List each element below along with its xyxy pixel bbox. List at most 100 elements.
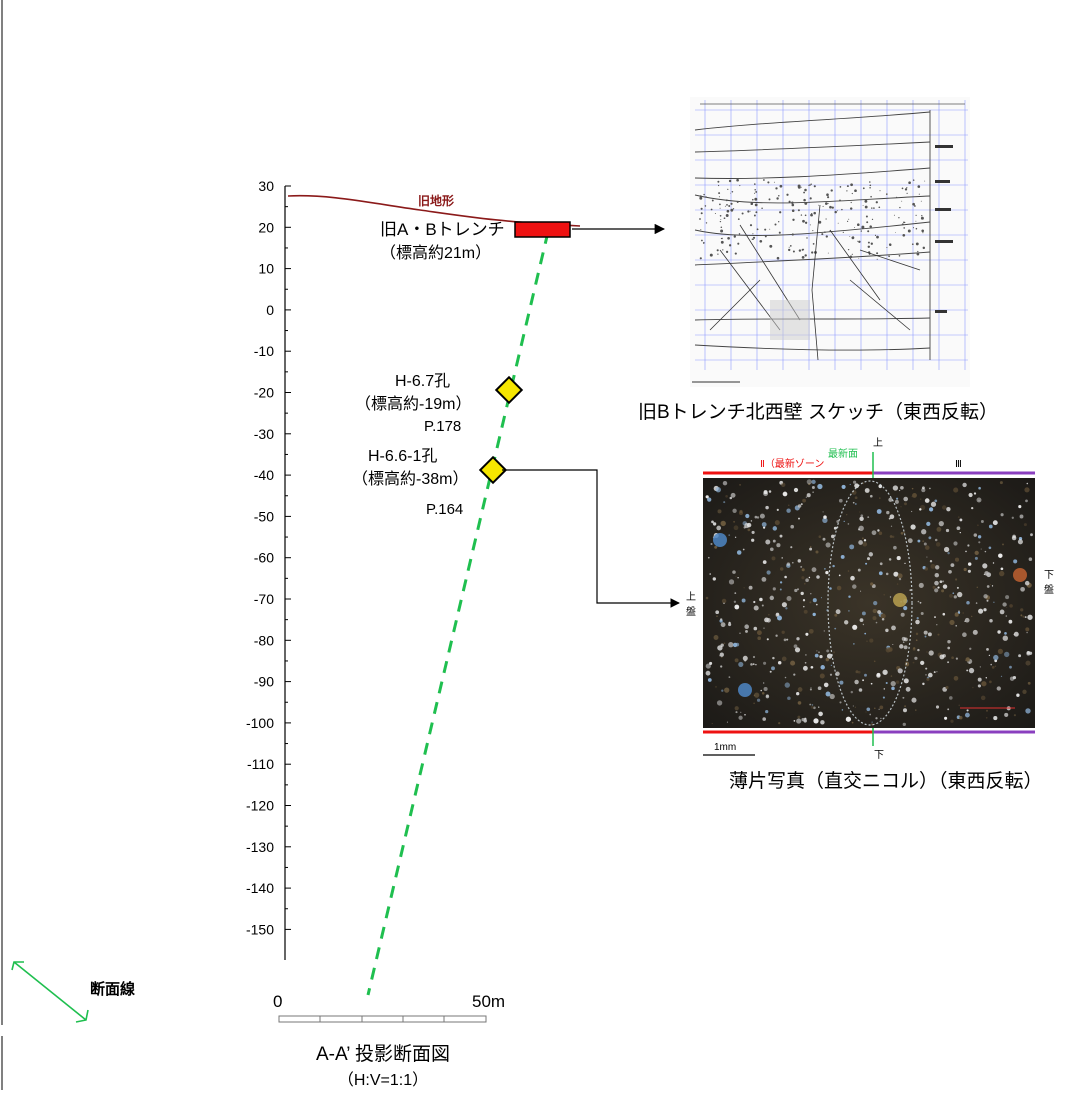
thin-section-grain xyxy=(1000,675,1003,678)
thin-section-grain xyxy=(707,497,712,502)
sketch-gravel-dot xyxy=(779,211,782,214)
thin-section-grain xyxy=(1013,559,1018,564)
thin-section-grain xyxy=(794,647,801,653)
thin-section-grain xyxy=(878,531,883,536)
thin-section-mineral xyxy=(713,533,727,547)
sketch-background xyxy=(690,97,970,387)
thin-section-grain xyxy=(744,522,750,529)
elevation-tick-label: -80 xyxy=(254,632,274,648)
zone-iii-label: Ⅲ xyxy=(955,459,962,470)
thin-section-grain xyxy=(885,572,889,576)
sketch-gravel-dot xyxy=(717,253,719,255)
sketch-gravel-dot xyxy=(716,249,719,252)
thin-section-grain xyxy=(892,643,894,646)
thin-section-grain xyxy=(777,615,782,621)
thin-section-grain xyxy=(824,568,826,570)
thin-section-grain xyxy=(818,651,820,653)
thin-section-grain xyxy=(937,633,940,636)
thin-section-grain xyxy=(900,531,904,535)
sketch-gravel-dot xyxy=(719,214,722,217)
thin-section-grain xyxy=(733,600,737,603)
thin-section-grain xyxy=(890,525,893,527)
thin-section-grain xyxy=(852,501,855,504)
sketch-gravel-dot xyxy=(918,193,920,195)
sketch-gravel-dot xyxy=(767,181,770,184)
sketch-gravel-dot xyxy=(800,214,803,216)
thin-section-grain xyxy=(871,721,873,723)
thin-section-grain xyxy=(793,673,796,676)
thin-section-grain xyxy=(942,505,947,510)
thin-section-grain xyxy=(768,490,772,493)
thin-section-grain xyxy=(725,495,728,498)
thin-section-grain xyxy=(959,531,961,534)
sketch-gravel-dot xyxy=(888,255,890,258)
sketch-gravel-dot xyxy=(867,241,870,244)
sketch-gravel-dot xyxy=(730,208,734,212)
sketch-gravel-dot xyxy=(901,200,903,202)
sketch-gravel-dot xyxy=(768,198,771,201)
thin-section-grain xyxy=(972,629,978,635)
sketch-gravel-dot xyxy=(858,240,861,244)
thin-section-grain xyxy=(941,589,945,593)
thin-section-grain xyxy=(712,577,716,581)
sketch-gravel-dot xyxy=(849,255,853,259)
sketch-gravel-dot xyxy=(774,223,777,226)
thin-section-grain xyxy=(885,628,889,633)
thin-section-grain xyxy=(780,482,786,488)
thin-section-grain xyxy=(793,644,798,649)
thin-section-grain xyxy=(957,516,960,518)
sketch-gravel-dot xyxy=(915,220,917,222)
thin-section-grain xyxy=(1002,602,1007,607)
sketch-gravel-dot xyxy=(867,245,871,249)
thin-section-grain xyxy=(876,673,881,678)
thin-section-grain xyxy=(988,654,991,657)
sketch-gravel-dot xyxy=(873,207,875,209)
sketch-gravel-dot xyxy=(809,184,811,186)
thin-section-grain xyxy=(816,650,818,652)
sketch-gravel-dot xyxy=(720,240,724,244)
thin-section-grain xyxy=(1025,708,1031,714)
sketch-gravel-dot xyxy=(827,252,829,254)
sketch-gravel-dot xyxy=(726,209,730,213)
thin-section-grain xyxy=(849,544,855,550)
thin-section-grain xyxy=(858,540,863,545)
thin-section-grain xyxy=(1025,660,1031,666)
thin-section-grain xyxy=(974,556,978,560)
thin-section-grain xyxy=(774,520,780,526)
thin-section-grain xyxy=(781,557,783,559)
thin-section-grain xyxy=(815,550,819,554)
legend-arrow-end-icon xyxy=(75,1009,89,1023)
thin-section-grain xyxy=(922,682,925,686)
thin-section-grain xyxy=(1009,604,1013,608)
sketch-gravel-dot xyxy=(700,229,702,231)
thin-section-grain xyxy=(1024,616,1027,619)
sketch-gravel-dot xyxy=(719,207,721,209)
thin-section-grain xyxy=(915,709,917,711)
sketch-gravel-dot xyxy=(741,212,744,215)
thin-section-grain xyxy=(947,551,950,555)
borehole-h661-marker xyxy=(478,455,508,485)
thin-section-grain xyxy=(962,482,967,488)
thin-section-grain xyxy=(779,567,784,571)
thin-section-grain xyxy=(734,658,739,663)
sketch-gravel-dot xyxy=(921,215,923,217)
sketch-gravel-dot xyxy=(792,250,795,253)
thin-section-grain xyxy=(892,485,899,491)
thin-section-grain xyxy=(870,682,873,685)
thin-section-grain xyxy=(716,525,722,531)
thin-section-grain xyxy=(852,705,854,707)
thin-section-grain xyxy=(974,550,979,556)
sketch-gravel-dot xyxy=(720,229,724,233)
sketch-gravel-dot xyxy=(857,223,860,226)
thin-section-grain xyxy=(723,501,726,504)
sketch-gravel-dot xyxy=(738,233,741,235)
sketch-gravel-dot xyxy=(810,183,812,185)
sketch-gravel-dot xyxy=(846,220,849,223)
sketch-gravel-dot xyxy=(825,218,827,220)
sketch-gravel-dot xyxy=(792,218,795,221)
thin-section-grain xyxy=(953,675,959,681)
thin-section-grain xyxy=(756,698,761,702)
sketch-gravel-dot xyxy=(876,258,878,260)
thin-section-grain xyxy=(717,509,722,514)
thin-section-grain xyxy=(854,496,858,500)
